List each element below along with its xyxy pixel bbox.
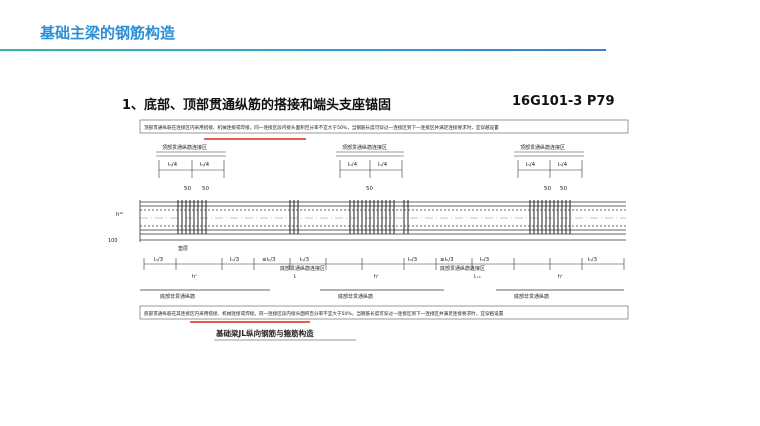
- dim-ln4-5: lₙ/4: [526, 162, 536, 168]
- dim-50-5: 50: [560, 186, 567, 192]
- left-h-label: hᵂ: [116, 211, 123, 218]
- li-label: lᵢ: [294, 274, 296, 280]
- bottom-zone-label-2: 底部贯通纵筋连接区: [440, 265, 485, 272]
- page-title: 基础主梁的钢筋构造: [40, 24, 176, 42]
- top-zone-label-3: 顶部贯通纵筋连接区: [520, 144, 565, 151]
- left-100-label: 100: [108, 238, 118, 244]
- bottom-note: 底部贯通纵筋在其连接区内采用搭接、机械连接或焊接。同一连接区段内接头面积百分率不…: [144, 310, 504, 317]
- dim-ln4-4: lₙ/4: [378, 162, 388, 168]
- title-rule: [0, 49, 606, 51]
- li1-label: lᵢ₊₁: [474, 274, 481, 280]
- dim-ln4-2: lₙ/4: [200, 162, 210, 168]
- dim-50-1: 50: [184, 186, 191, 192]
- dim-lt3-1: ≤lₙ/3: [262, 257, 276, 263]
- bottom-non-label-1: 底部非贯通纵筋: [160, 293, 195, 300]
- bottom-non-label-3: 底部非贯通纵筋: [514, 293, 549, 300]
- dim-ln3-5: lₙ/3: [480, 257, 490, 263]
- top-zone-label-1: 顶部贯通纵筋连接区: [162, 144, 207, 151]
- hc-label-2: hᶜ: [374, 274, 379, 280]
- bottom-non-label-2: 底部非贯通纵筋: [338, 293, 373, 300]
- dim-50-2: 50: [202, 186, 209, 192]
- dim-50-3: 50: [366, 186, 373, 192]
- reference-code: 16G101-3 P79: [512, 94, 615, 109]
- section-heading: 1、底部、顶部贯通纵筋的搭接和端头支座锚固: [122, 98, 392, 113]
- dim-ln4-6: lₙ/4: [558, 162, 568, 168]
- dim-ln3-1: lₙ/3: [154, 257, 164, 263]
- dim-ln4-3: lₙ/4: [348, 162, 358, 168]
- dim-ln3-3: lₙ/3: [300, 257, 310, 263]
- hc-label-1: hᶜ: [192, 274, 197, 280]
- dim-ln3-6: lₙ/3: [588, 257, 598, 263]
- dim-50-4: 50: [544, 186, 551, 192]
- drawing-caption: 基础梁JL纵向钢筋与箍筋构造: [215, 328, 314, 338]
- top-note: 顶部贯通纵筋在连接区内采用搭接、机械连接或焊接。同一连接区段内接头面积百分率不宜…: [144, 124, 499, 131]
- dim-ln3-2: lₙ/3: [230, 257, 240, 263]
- bottom-zone-label-1: 底部贯通纵筋连接区: [280, 265, 325, 272]
- hc-label-3: hᶜ: [558, 274, 563, 280]
- top-zone-label-2: 顶部贯通纵筋连接区: [342, 144, 387, 151]
- dim-lt3-2: ≤lₙ/3: [440, 257, 454, 263]
- dim-ln3-4: lₙ/3: [408, 257, 418, 263]
- rebar-drawing: 顶部贯通纵筋在连接区内采用搭接、机械连接或焊接。同一连接区段内接头面积百分率不宜…: [108, 119, 629, 341]
- dim-ln4-1: lₙ/4: [168, 162, 178, 168]
- gouxin-label: 垫层: [178, 245, 188, 252]
